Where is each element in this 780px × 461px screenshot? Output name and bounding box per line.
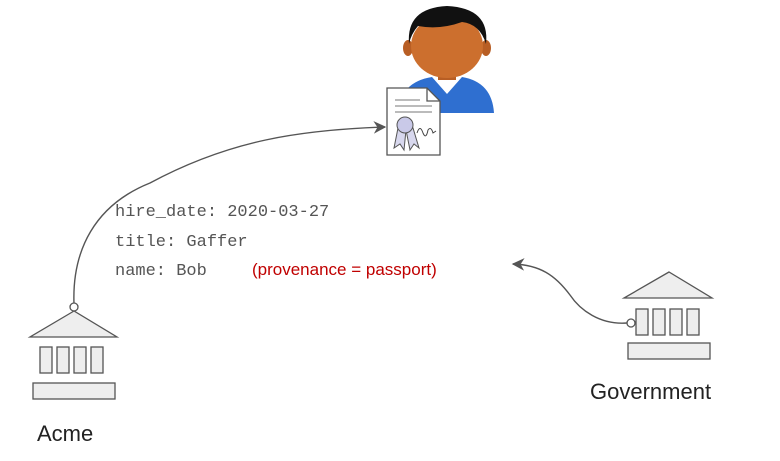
government-to-name-arrow xyxy=(511,258,628,324)
record-line-title: title: Gaffer xyxy=(115,233,248,252)
certificate-icon xyxy=(386,87,441,156)
government-label: Government xyxy=(590,379,711,404)
acme-connector-dot xyxy=(69,302,79,312)
bank-building-icon xyxy=(27,310,120,400)
government-connector-dot xyxy=(626,318,636,328)
acme-label: Acme xyxy=(37,421,93,446)
record-line-hire-date: hire_date: 2020-03-27 xyxy=(115,203,329,222)
acme-to-certificate-arrow xyxy=(73,121,387,305)
provenance-annotation: (provenance = passport) xyxy=(252,260,437,279)
bank-building-icon xyxy=(621,271,715,360)
record-line-name: name: Bob xyxy=(115,262,207,281)
